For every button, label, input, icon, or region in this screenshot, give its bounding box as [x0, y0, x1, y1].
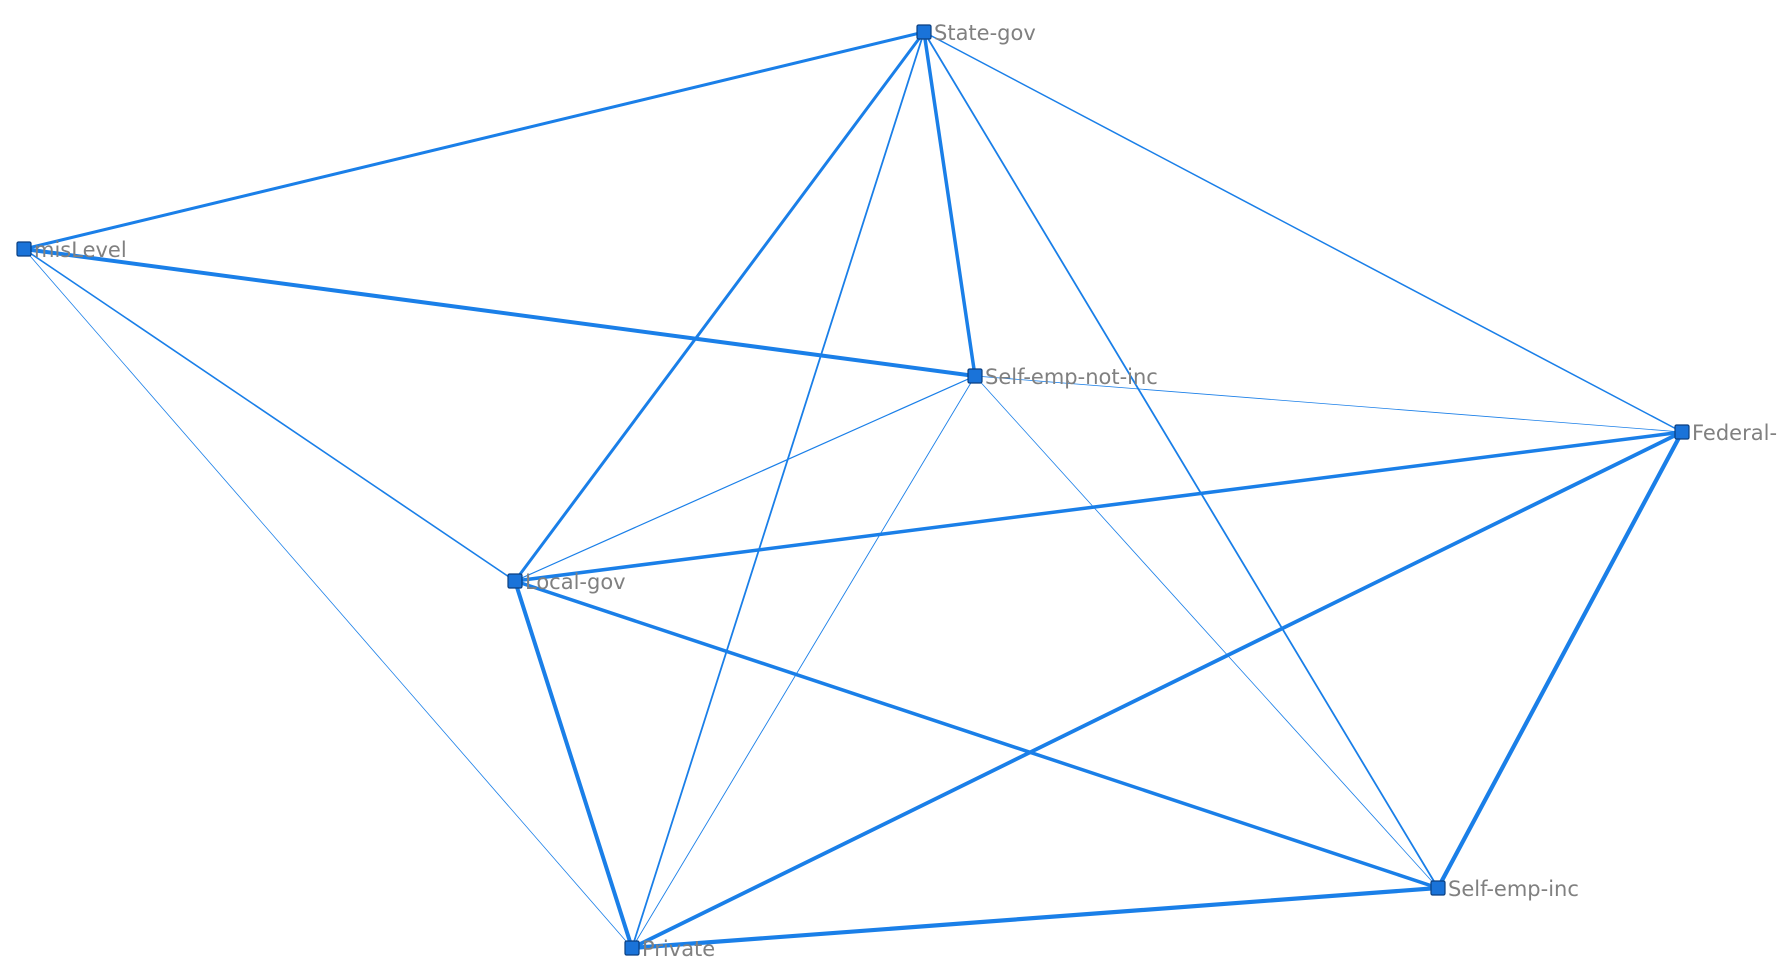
edge-state-gov-federal [923, 31, 1683, 433]
edge-self-emp-not-inc-self-emp-inc [974, 375, 1439, 889]
node-marker-self-emp-inc[interactable] [1430, 880, 1446, 896]
node-label-mislevel: misLevel [34, 238, 127, 262]
node-private[interactable]: Private [624, 937, 715, 961]
node-label-state-gov: State-gov [934, 21, 1036, 45]
node-marker-self-emp-not-inc[interactable] [967, 368, 983, 384]
edge-self-emp-not-inc-local-gov [514, 375, 976, 582]
node-federal[interactable]: Federal- [1674, 421, 1777, 445]
edge-state-gov-self-emp-not-inc [922, 30, 977, 378]
node-local-gov[interactable]: Local-gov [507, 570, 626, 594]
edges-layer [22, 30, 1685, 951]
edge-local-gov-self-emp-inc [513, 579, 1440, 890]
node-self-emp-inc[interactable]: Self-emp-inc [1430, 877, 1579, 901]
edge-mislevel-private [23, 248, 633, 949]
node-label-self-emp-not-inc: Self-emp-not-inc [985, 365, 1158, 389]
node-state-gov[interactable]: State-gov [916, 21, 1036, 45]
node-marker-local-gov[interactable] [507, 573, 523, 589]
edge-federal-local-gov [513, 430, 1684, 583]
edge-state-gov-private [631, 31, 925, 949]
edge-self-emp-not-inc-federal [974, 375, 1683, 433]
node-marker-state-gov[interactable] [916, 24, 932, 40]
edge-state-gov-local-gov [513, 30, 926, 583]
node-label-federal: Federal- [1692, 421, 1777, 445]
edge-private-self-emp-inc [629, 885, 1441, 951]
node-marker-mislevel[interactable] [16, 241, 32, 257]
node-self-emp-not-inc[interactable]: Self-emp-not-inc [967, 365, 1158, 389]
node-label-local-gov: Local-gov [525, 570, 626, 594]
node-mislevel[interactable]: misLevel [16, 238, 127, 262]
node-marker-federal[interactable] [1674, 424, 1690, 440]
edge-state-gov-self-emp-inc [923, 31, 1439, 889]
node-label-self-emp-inc: Self-emp-inc [1448, 877, 1579, 901]
node-label-private: Private [642, 937, 715, 961]
edge-federal-self-emp-inc [1435, 429, 1685, 891]
nodes-layer: State-gov misLevelSelf-emp-not-incFederal… [16, 21, 1777, 961]
edge-local-gov-private [513, 579, 634, 950]
edge-mislevel-state-gov [22, 30, 926, 251]
edge-mislevel-local-gov [23, 248, 516, 582]
node-marker-private[interactable] [624, 940, 640, 956]
edge-self-emp-not-inc-private [631, 375, 976, 949]
edge-federal-private [630, 430, 1684, 950]
edge-mislevel-self-emp-not-inc [22, 247, 977, 378]
